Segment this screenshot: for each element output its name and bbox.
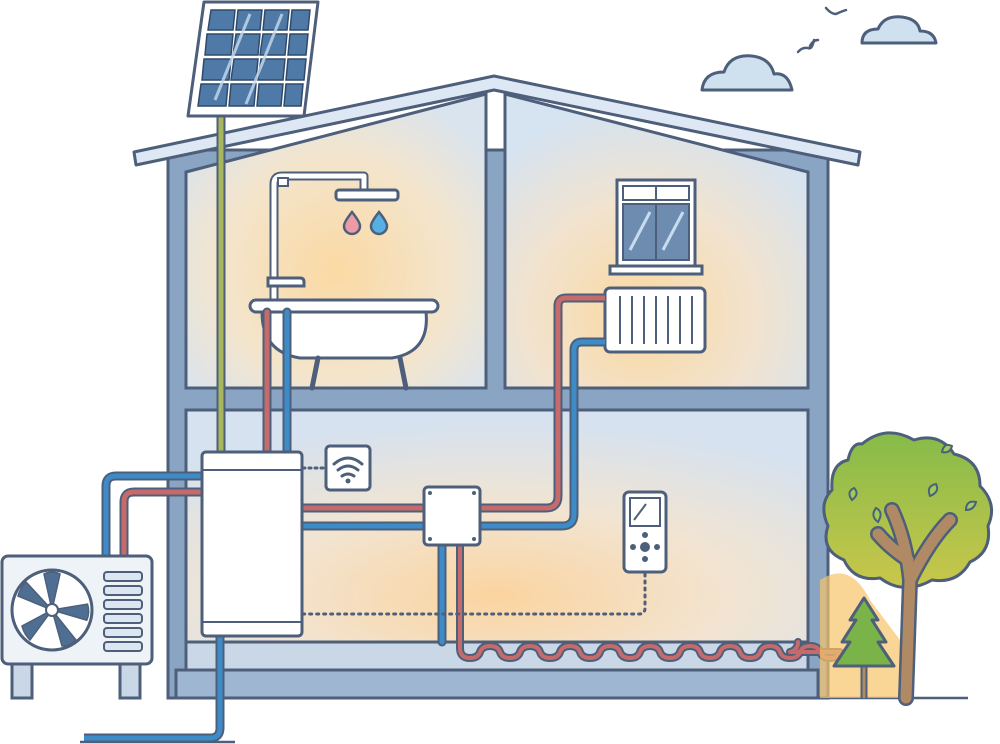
junction-box-icon (422, 485, 482, 547)
radiator-icon (603, 286, 707, 354)
remote-link-dots (301, 572, 647, 616)
heat-pump-pipes (101, 471, 204, 556)
bathtub-icon (248, 298, 440, 391)
roof (132, 74, 862, 167)
bird-icon (796, 6, 848, 54)
shower-icon (266, 171, 400, 305)
window-icon (608, 178, 704, 276)
heat-pump-unit (0, 554, 154, 700)
boiler-icon (200, 450, 304, 638)
radiator-pipes (478, 293, 605, 531)
solar-panel-icon (186, 0, 320, 452)
bathtub-supply-pipes (262, 307, 292, 457)
pine-tree-icon (832, 596, 896, 698)
cloud-icon (700, 15, 938, 92)
remote-control-icon (622, 490, 668, 574)
mains-water-pipe (84, 630, 225, 743)
wifi-icon (324, 444, 372, 492)
fan-icon (10, 568, 94, 652)
floor-heating-icon (437, 539, 844, 662)
distribution-pipes (302, 503, 426, 531)
water-drops (342, 209, 389, 236)
